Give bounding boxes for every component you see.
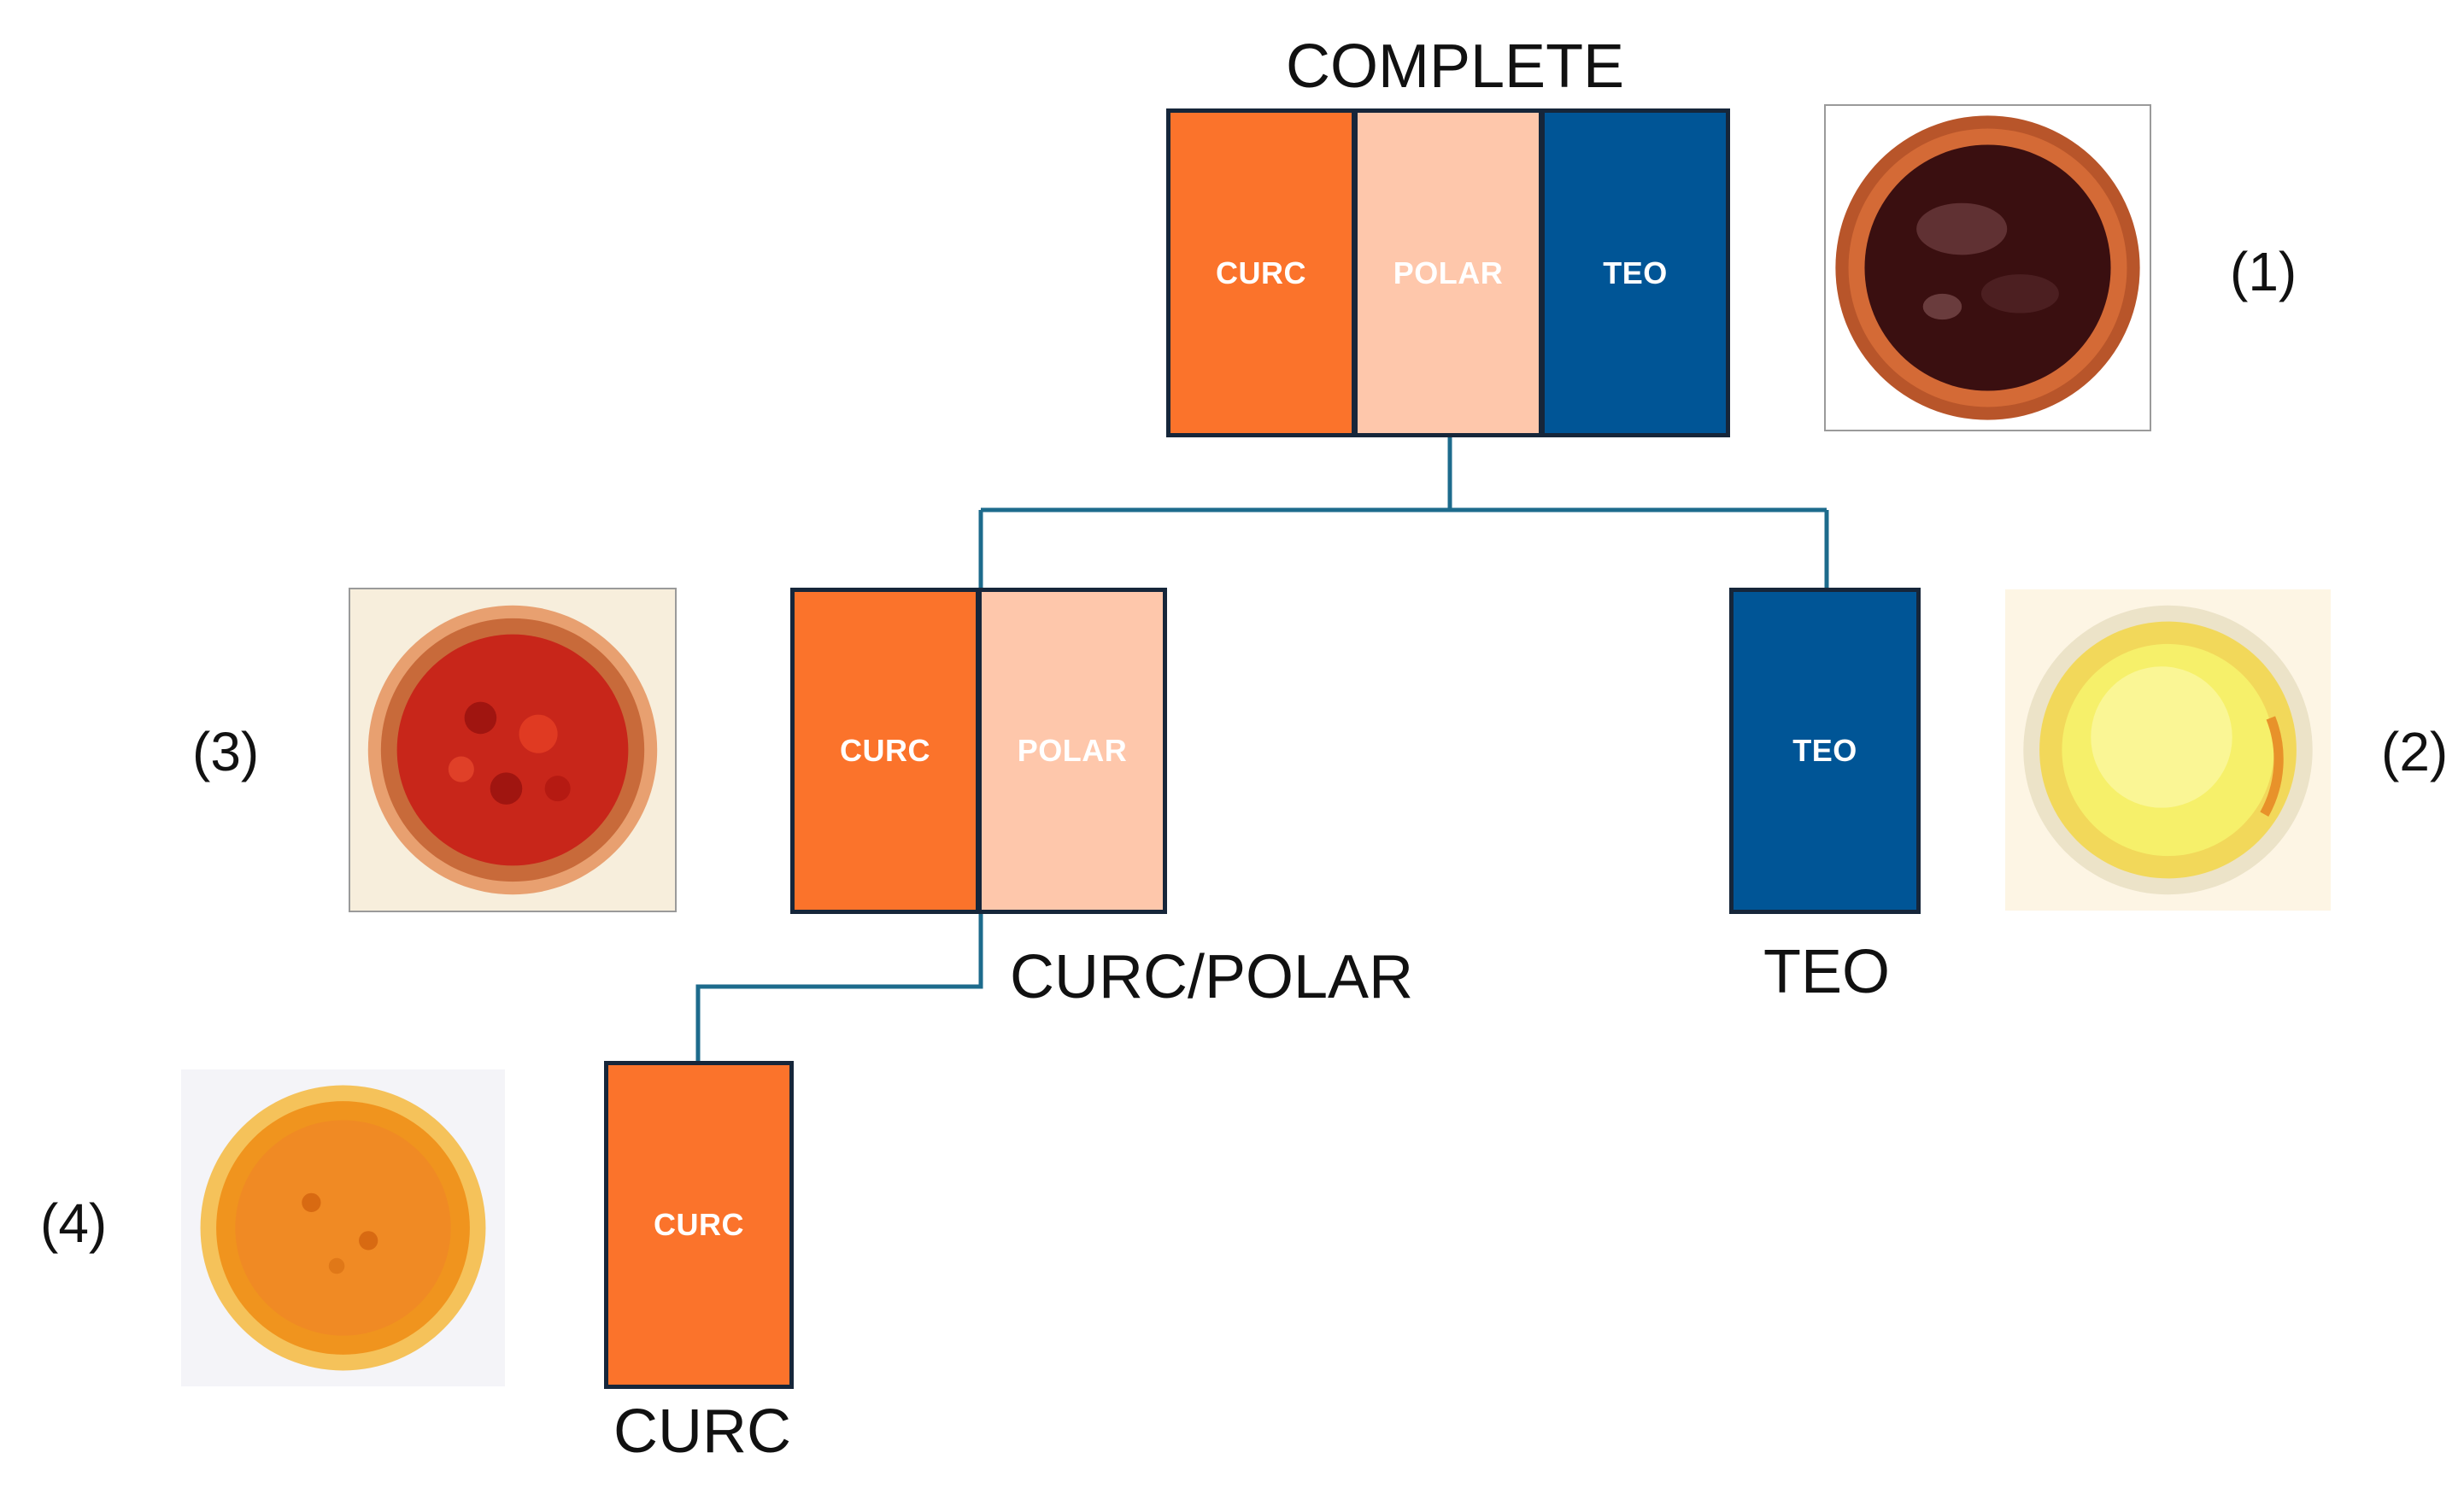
curc-polar-polar-block: POLAR [977,588,1167,914]
sample-number-4: (4) [40,1192,108,1254]
complete-curc-block: CURC [1166,108,1356,437]
curc-polar-curc-block: CURC [790,588,980,914]
complete-curc-label: CURC [1216,255,1306,290]
red-granules-jar-icon [349,588,677,912]
complete-polar-block: POLAR [1353,108,1543,437]
yellow-oil-jar-icon [2003,588,2332,912]
curc-polar-title: CURC/POLAR [1010,943,1414,1011]
teo-block: TEO [1729,588,1921,914]
teo-block-label: TEO [1792,733,1857,768]
complete-teo-label: TEO [1603,255,1668,290]
curc-block-label: CURC [654,1207,744,1242]
connector-curc-polar-to-curc [695,912,983,1063]
teo-title: TEO [1763,938,1891,1006]
sample-number-2: (2) [2381,721,2449,782]
curc-title: CURC [613,1397,791,1466]
complete-teo-block: TEO [1540,108,1730,437]
curc-polar-polar-label: POLAR [1017,733,1128,768]
complete-title: COMPLETE [1286,32,1625,101]
sample-number-3: (3) [192,721,260,782]
sample-number-1: (1) [2230,241,2297,302]
dark-paste-jar-icon [1824,104,2151,431]
complete-polar-label: POLAR [1393,255,1504,290]
curc-block: CURC [604,1061,794,1389]
curc-polar-curc-label: CURC [840,733,930,768]
orange-powder-jar-icon [179,1068,507,1388]
